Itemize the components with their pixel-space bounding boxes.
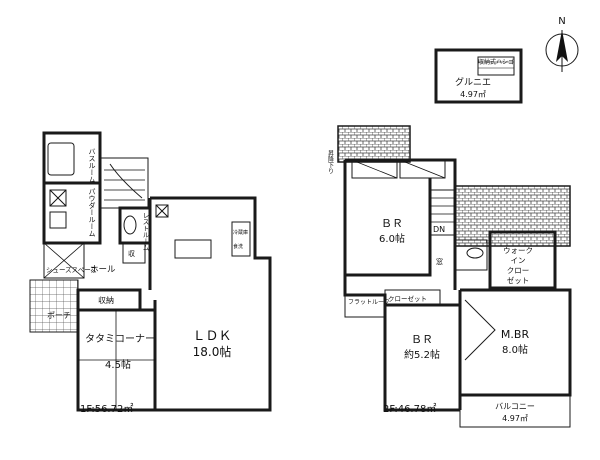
grenier-name: グルニエ — [455, 76, 491, 88]
porch-area — [29, 279, 79, 333]
balcony-name: バルコニー — [495, 402, 535, 411]
floor1-plan: ポーチ バスルーム パウダールーム シューズスペース ホール レストルーム 収 — [29, 131, 272, 415]
br1-size: 6.0帖 — [379, 232, 405, 245]
br1-name: ＢＲ — [381, 217, 403, 230]
roof-note: 昇降下り — [327, 150, 334, 174]
mbr-name: M.BR — [501, 328, 530, 341]
walkin-line3: クロー — [507, 266, 530, 275]
bathtub — [47, 142, 75, 176]
tatami-name: タタミコーナー — [85, 333, 155, 345]
fridge-label: 冷蔵庫 — [233, 229, 248, 236]
floor2-plan: 昇降下り DN 窓 ウォーク イン クロー ゼット フラットルーフ クローゼット — [327, 125, 572, 428]
closet-label: 収納 — [98, 295, 114, 305]
window-label: 窓 — [436, 257, 443, 266]
walkin-line4: ゼット — [507, 275, 530, 285]
tatami-size: 4.5帖 — [105, 358, 131, 371]
floor1-area: 1F:56.72㎡ — [80, 403, 133, 415]
hall-label: ホール — [90, 265, 116, 275]
north-label: N — [558, 16, 565, 27]
ldk-size: 18.0帖 — [193, 344, 232, 359]
small-storage-label: 収 — [128, 250, 135, 258]
restroom-label: レストルーム — [141, 212, 149, 251]
shoes-label: シューズスペース — [46, 265, 97, 274]
balcony-size: 4.97㎡ — [502, 414, 528, 423]
powder-label: パウダールーム — [88, 188, 96, 237]
dishwasher-label: 食洗 — [233, 243, 243, 250]
ldk-name: ＬＤＫ — [192, 329, 231, 344]
br2-name: ＢＲ — [411, 333, 433, 346]
bath-label: バスルーム — [88, 148, 96, 183]
grenier-plan: 収納式ハシゴ グルニエ 4.97㎡ — [434, 48, 523, 104]
walkin-line2: イン — [511, 256, 526, 265]
floor2-area: 2F:46.78㎡ — [383, 403, 436, 415]
ladder-label: 収納式ハシゴ — [478, 58, 514, 66]
balcony-area — [459, 394, 571, 428]
closet2-label: クローゼット — [388, 294, 427, 303]
flat-roof-label: フラットルーフ — [348, 299, 390, 306]
roof-top — [337, 125, 411, 163]
north-arrow-icon: N — [545, 16, 579, 72]
br2-size: 約5.2帖 — [404, 348, 440, 361]
mbr-size: 8.0帖 — [502, 343, 528, 356]
porch-label: ポーチ — [47, 311, 71, 320]
roof-right — [454, 185, 571, 247]
walkin-line1: ウォーク — [503, 246, 533, 255]
down-label: DN — [433, 225, 445, 234]
grenier-size: 4.97㎡ — [460, 90, 486, 99]
